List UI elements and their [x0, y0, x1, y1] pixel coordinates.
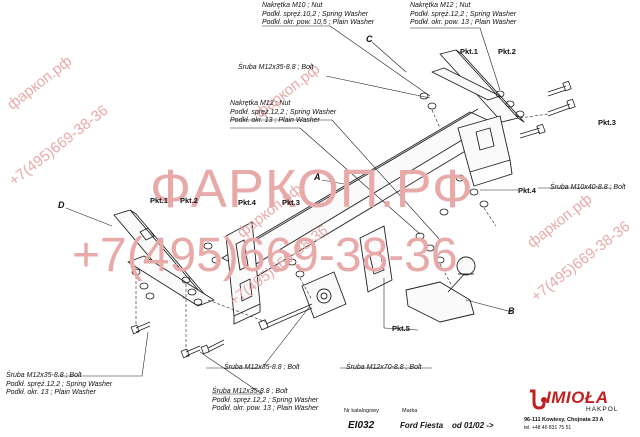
logo-text: IMIOŁA [546, 388, 609, 407]
pkt-1-top: Pkt.1 [460, 47, 478, 56]
imiola-logo: IMIOŁA HAKPOL 96-111 Kowiesy, Chojnata 2… [524, 384, 638, 434]
pkt-1-left: Pkt.1 [150, 196, 168, 205]
hook-icon [530, 389, 547, 410]
left-bracket [225, 221, 261, 325]
leader-lines [58, 25, 612, 395]
production-date: od 01/02 -> [452, 421, 494, 430]
label-bolt-bottom: Śruba M12x35-8.8 ; Bolt Podkł. spręż.12,… [212, 388, 319, 412]
pkt-3-right: Pkt.3 [598, 118, 616, 127]
right-bracket [457, 115, 513, 187]
left-plate-d [113, 209, 215, 307]
right-plate-c [431, 49, 525, 123]
logo-subtext: HAKPOL [586, 406, 619, 413]
brand-name: Ford Fiesta [400, 421, 444, 430]
pkt-5: Pkt.5 [392, 324, 410, 333]
company-address: 96-111 Kowiesy, Chojnata 23 A [524, 417, 604, 423]
label-bolt-m10x40: Śruba M10x40-8.8 ; Bolt [550, 184, 626, 191]
catalog-label: Nr katalogowy [344, 408, 379, 414]
label-bolt-left: Śruba M12x35-8.8 ; Bolt Podkł. spręż.12,… [6, 372, 113, 396]
pkt-2-left: Pkt.2 [180, 196, 198, 205]
pkt-3-mid: Pkt.3 [282, 198, 300, 207]
brand-label: Marka [402, 408, 418, 414]
crossbar-a [221, 108, 493, 284]
pkt-4-right: Pkt.4 [518, 186, 536, 195]
assembly-lines [135, 109, 549, 350]
part-letter-c: C [366, 34, 373, 44]
part-letter-a: A [314, 172, 321, 182]
pkt-2-top: Pkt.2 [498, 47, 516, 56]
tow-ball-b [405, 256, 476, 323]
pkt-4-mid: Pkt.4 [238, 198, 256, 207]
label-nut-m10: Nakrętka M10 ; Nut Podkł. spręż.10,2 ; S… [262, 2, 375, 26]
label-bolt-m12x35-top: Śruba M12x35-8.8 ; Bolt [238, 64, 314, 71]
nuts-and-washers [131, 90, 525, 306]
socket-plate [301, 271, 347, 319]
centre-drop-plate [359, 225, 393, 293]
company-phone: tel. +48 46 831 75 51 [524, 425, 572, 431]
label-bolt-m12x70: Śruba M12x70-8.8 ; Bolt [346, 364, 422, 371]
label-bolt-m12x35-mid: Śruba M12x35-8.8 ; Bolt [224, 364, 300, 371]
catalog-number: EI032 [348, 420, 375, 431]
bolts [130, 80, 576, 359]
label-nut-m12-mid: Nakrętka M12 ; Nut Podkł. spręż.12,2 ; S… [230, 100, 337, 124]
label-nut-m12-top: Nakrętka M12 ; Nut Podkł. spręż.12,2 ; S… [410, 2, 517, 26]
part-letter-b: B [508, 306, 515, 316]
part-letter-d: D [58, 200, 65, 210]
